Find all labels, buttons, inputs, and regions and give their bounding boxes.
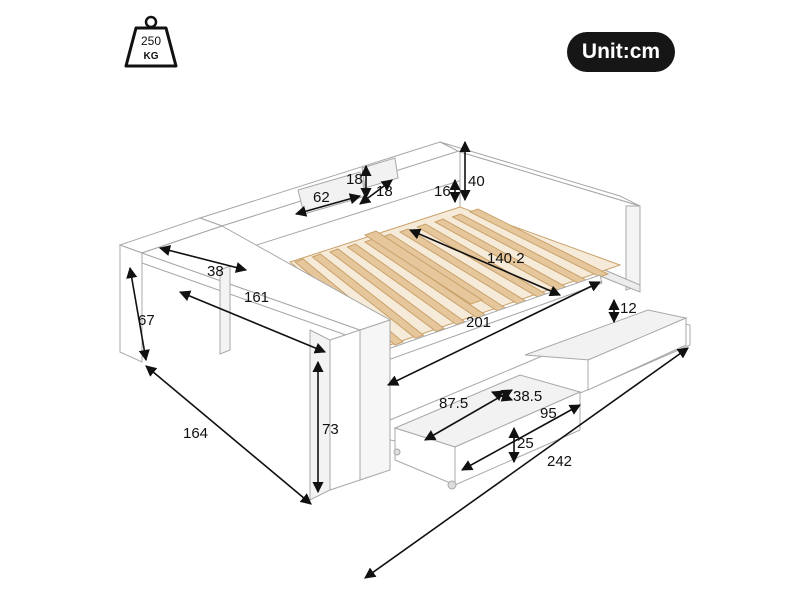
label-side-height: 73: [322, 421, 339, 438]
label-shelf-height: 40: [468, 173, 485, 190]
label-desk-width: 161: [244, 289, 269, 306]
unit-badge: Unit:cm: [567, 32, 675, 72]
label-drawer-height-top: 12: [620, 300, 637, 317]
label-mattress-width: 140.2: [487, 250, 525, 267]
label-desk-depth: 38: [207, 263, 224, 280]
label-total-length: 242: [547, 453, 572, 470]
weight-unit: KG: [144, 51, 159, 62]
label-drawer-inner-height: 25: [517, 435, 534, 452]
label-shelf-depth: 18: [346, 171, 363, 188]
label-drawer-outer: 95: [540, 405, 557, 422]
label-niche-width: 62: [313, 189, 330, 206]
label-desk-height: 67: [138, 312, 155, 329]
label-shelf-gap: 18: [376, 183, 393, 200]
label-drawer-depth: 38.5: [513, 388, 542, 405]
weight-value: 250: [141, 34, 161, 48]
right-side-panel: [439, 141, 641, 293]
label-niche-height: 16: [434, 183, 451, 200]
dimension-labels: 40 18 18 16 62 38 161 67 164 73 140.2 20…: [138, 171, 637, 470]
weight-icon: 250 KG: [122, 14, 180, 72]
dimension-lines: [126, 140, 689, 579]
label-total-width: 164: [183, 425, 208, 442]
label-mattress-length: 201: [466, 314, 491, 331]
label-drawer-length: 87.5: [439, 395, 468, 412]
